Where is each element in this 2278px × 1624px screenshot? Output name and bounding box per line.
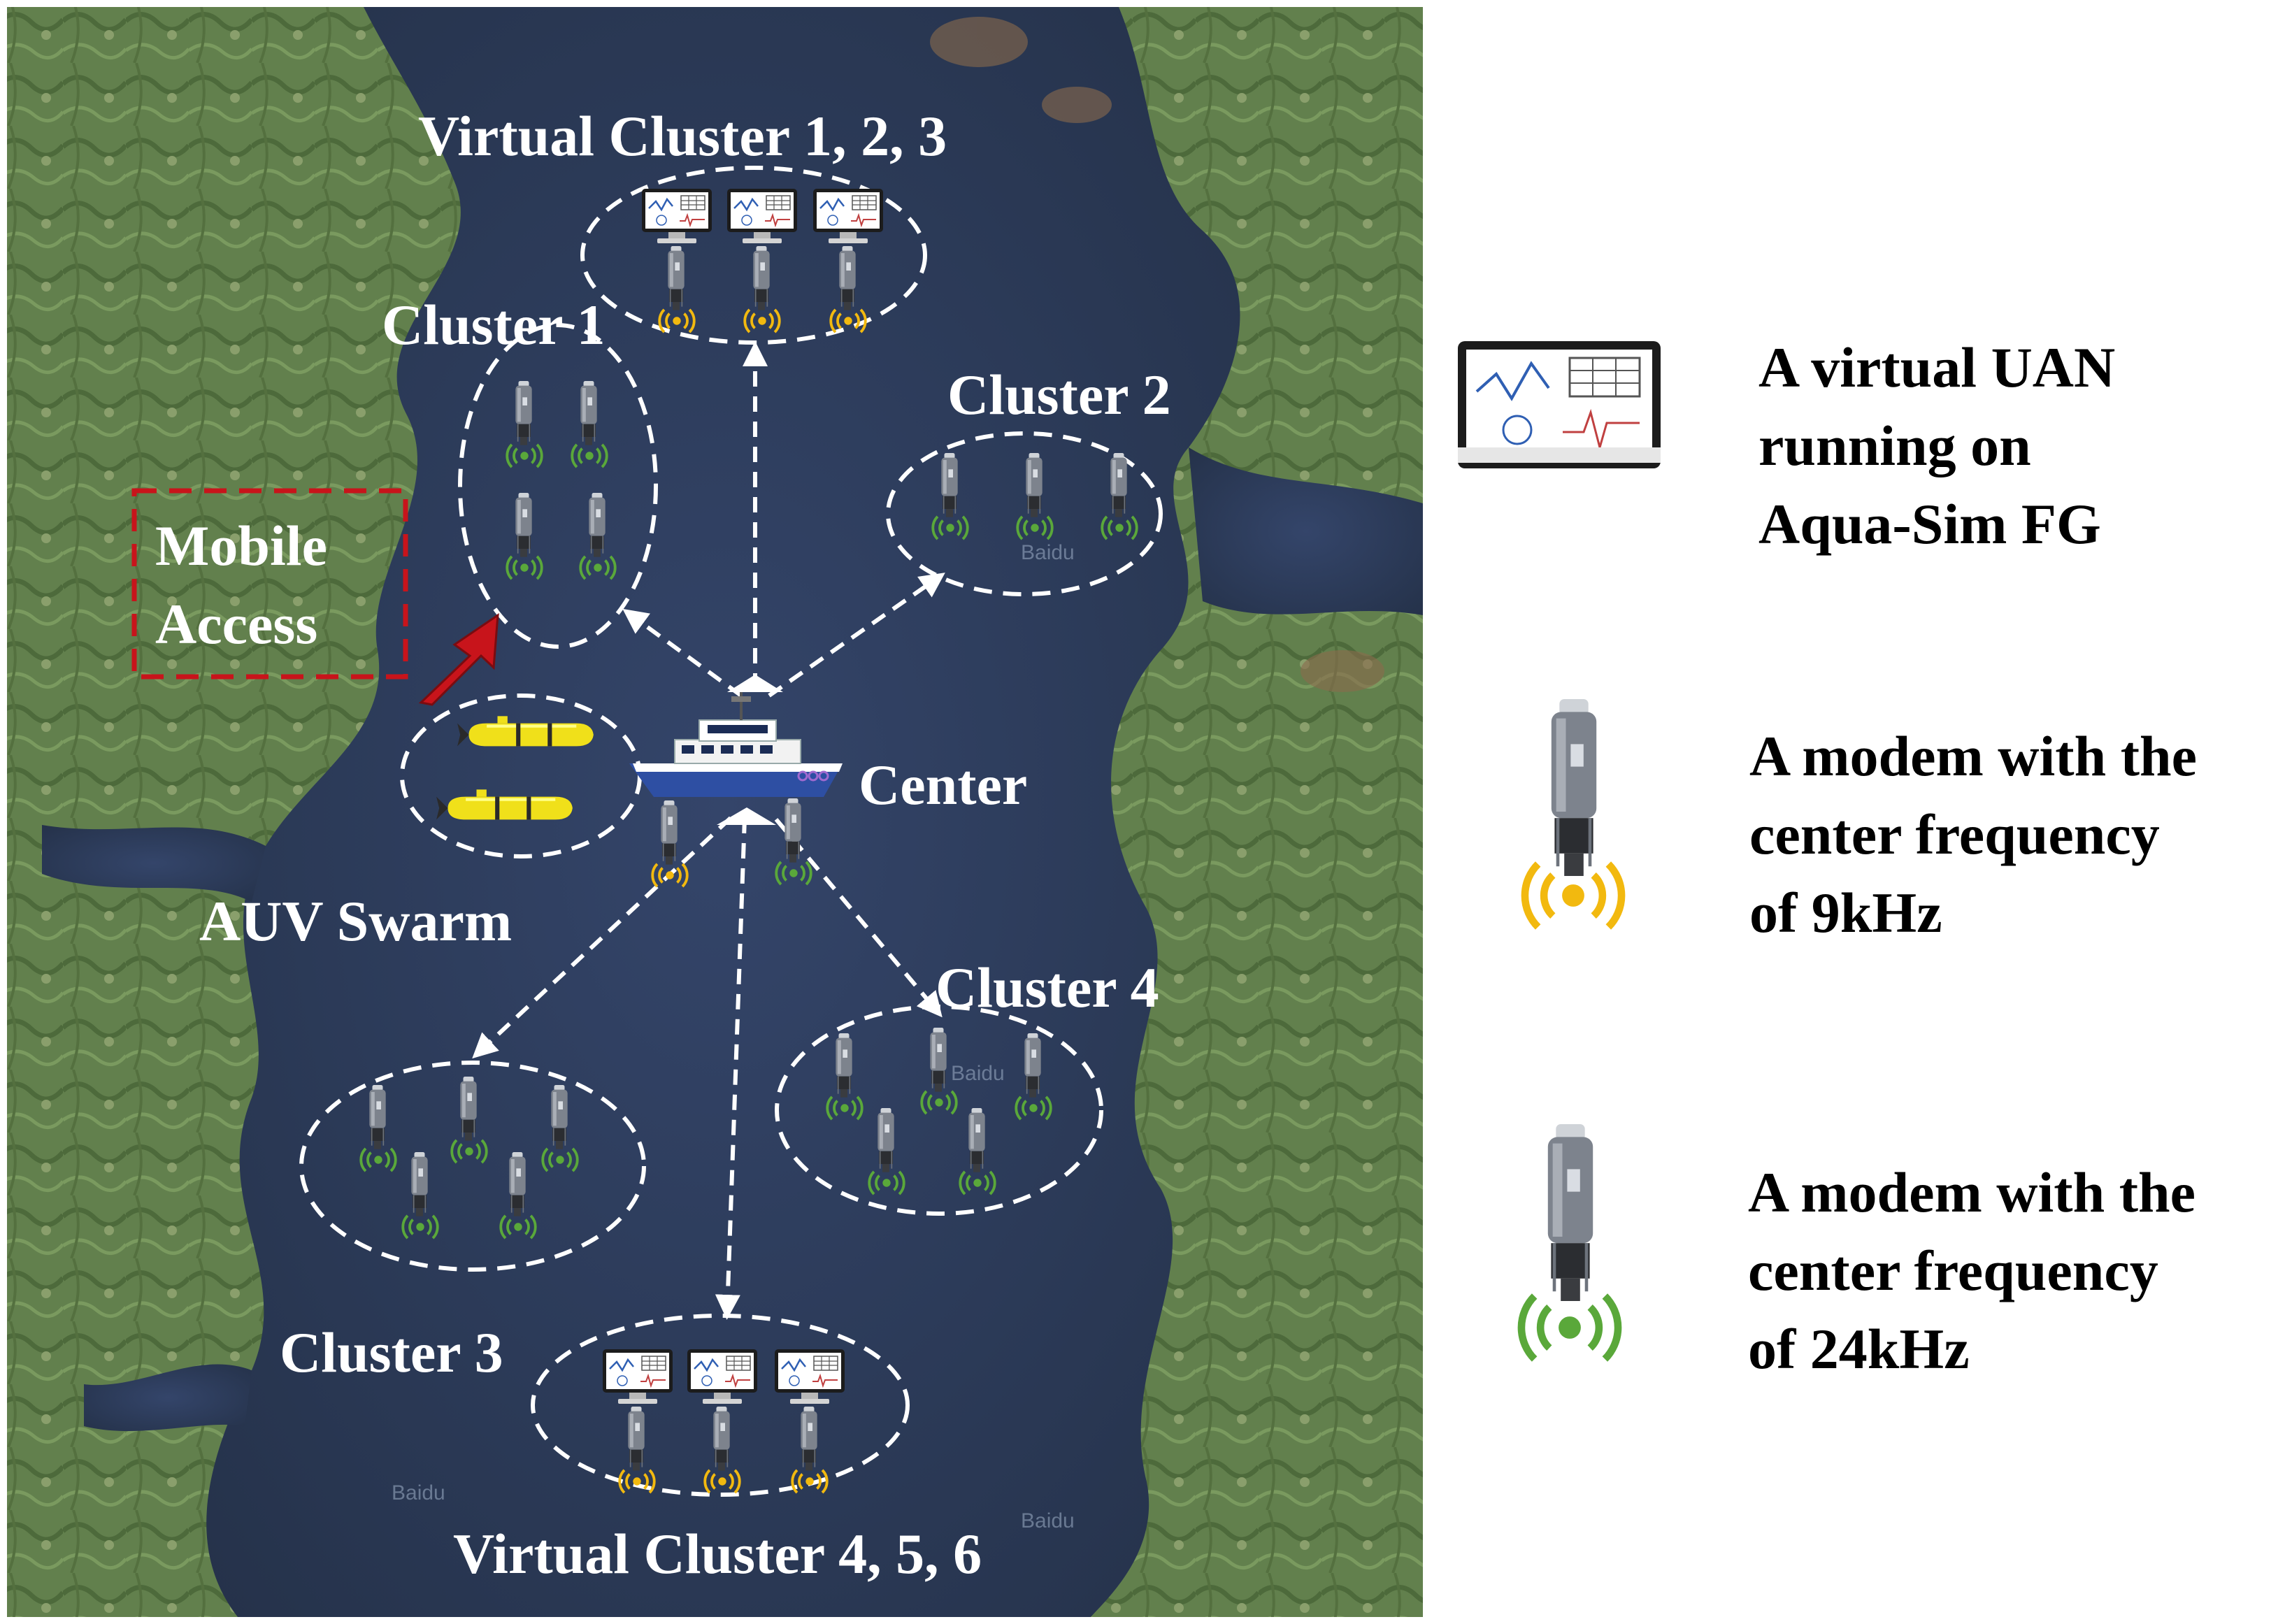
arrow-to-cluster-2: [768, 573, 945, 698]
arrow-hub-top: [727, 675, 783, 692]
mobile-access-box: [131, 488, 408, 680]
acoustic-modem-icon: [968, 1108, 986, 1173]
acoustic-modem-icon: [835, 1033, 853, 1098]
arrow-to-cluster-4: [774, 818, 943, 1018]
cluster-3-boundary: [299, 1061, 646, 1272]
ship-icon: [629, 692, 843, 797]
mobile-access-arrow: [418, 613, 499, 706]
acoustic-modem-icon: [508, 1152, 526, 1217]
legend-icons: [1458, 341, 1661, 1359]
satellite-map: Baidu Baidu Baidu Baidu: [7, 7, 1423, 1617]
acoustic-modem-icon: [515, 493, 533, 558]
acoustic-modem-icon: [588, 493, 606, 558]
acoustic-modem-icon: [877, 1108, 895, 1173]
acoustic-modem-icon: [800, 1407, 818, 1472]
acoustic-modem-icon: [1548, 1124, 1593, 1301]
legend-line: of 24kHz: [1748, 1317, 1970, 1381]
legend-uan-icon: [1458, 341, 1661, 468]
map-watermark: Baidu: [1021, 1509, 1075, 1532]
cluster-1-boundary: [458, 323, 658, 649]
legend-virtual-uan-text: A virtual UAN running on Aqua-Sim FG: [1758, 329, 2115, 563]
cluster-3-label: Cluster 3: [280, 1321, 503, 1384]
lake-inlet-southwest: [84, 1364, 252, 1432]
acoustic-modem-icon: [515, 381, 533, 446]
acoustic-modem-icon: [784, 798, 802, 863]
mobile-access-label-line-1: Mobile: [155, 514, 327, 577]
arrow-to-cluster-1: [622, 608, 743, 698]
map-watermark: Baidu: [1021, 541, 1075, 564]
lake-inlet-east: [1189, 447, 1423, 615]
acoustic-modem-icon: [459, 1077, 478, 1142]
acoustic-modem-icon: [1025, 453, 1043, 518]
virtual-cluster-bottom-boundary: [531, 1314, 910, 1497]
legend-line: A virtual UAN: [1758, 336, 2116, 399]
legend-line: A modem with the: [1749, 724, 2198, 788]
acoustic-modem-icon: [1024, 1033, 1042, 1098]
acoustic-modem-icon: [929, 1028, 947, 1093]
cluster-4-label: Cluster 4: [936, 956, 1159, 1019]
legend-modem-24khz-text: A modem with the center frequency of 24k…: [1748, 1154, 2195, 1388]
signal-waves-24khz-icon: [1521, 1296, 1618, 1359]
virtual-cluster-bottom-label: Virtual Cluster 4, 5, 6: [453, 1522, 982, 1586]
legend-line: center frequency: [1748, 1239, 2158, 1302]
acoustic-modem-icon: [752, 246, 771, 311]
acoustic-modem-icon: [550, 1085, 568, 1150]
lake-inlet-west: [42, 825, 266, 902]
cluster-1-label: Cluster 1: [382, 293, 606, 357]
legend-line: center frequency: [1749, 803, 2160, 866]
mobile-access-label-line-2: Access: [155, 592, 317, 656]
cluster-2-boundary: [886, 431, 1163, 596]
legend-modem-24khz-icon: [1521, 1124, 1618, 1359]
map-watermark: Baidu: [951, 1062, 1005, 1085]
acoustic-modem-icon: [627, 1407, 645, 1472]
acoustic-modem-icon: [368, 1085, 387, 1150]
arrow-to-cluster-3: [472, 816, 733, 1059]
acoustic-modem-icon: [1552, 699, 1596, 876]
legend-line: of 9kHz: [1749, 881, 1942, 944]
legend-line: Aqua-Sim FG: [1758, 492, 2101, 556]
acoustic-modem-icon: [838, 246, 857, 311]
acoustic-modem-icon: [580, 381, 598, 446]
legend-line: running on: [1758, 414, 2031, 477]
acoustic-modem-icon: [940, 453, 959, 518]
acoustic-modem-icon: [660, 800, 678, 865]
lake-water: [206, 7, 1240, 1617]
auv-swarm-label: AUV Swarm: [199, 889, 512, 953]
legend-modem-9khz-text: A modem with the center frequency of 9kH…: [1749, 717, 2197, 952]
legend-modem-9khz-icon: [1525, 699, 1621, 927]
map-watermark: Baidu: [392, 1481, 445, 1504]
arrow-hub-bottom: [717, 807, 776, 825]
virtual-cluster-top-label: Virtual Cluster 1, 2, 3: [418, 104, 947, 168]
cluster-2-label: Cluster 2: [947, 363, 1171, 426]
arrow-to-virtual-cluster-bottom: [715, 817, 747, 1320]
acoustic-modem-icon: [712, 1407, 731, 1472]
legend-line: A modem with the: [1748, 1160, 2196, 1224]
acoustic-modem-icon: [667, 246, 685, 311]
acoustic-modem-icon: [1110, 453, 1128, 518]
acoustic-modem-icon: [410, 1152, 429, 1217]
center-label: Center: [859, 753, 1027, 817]
